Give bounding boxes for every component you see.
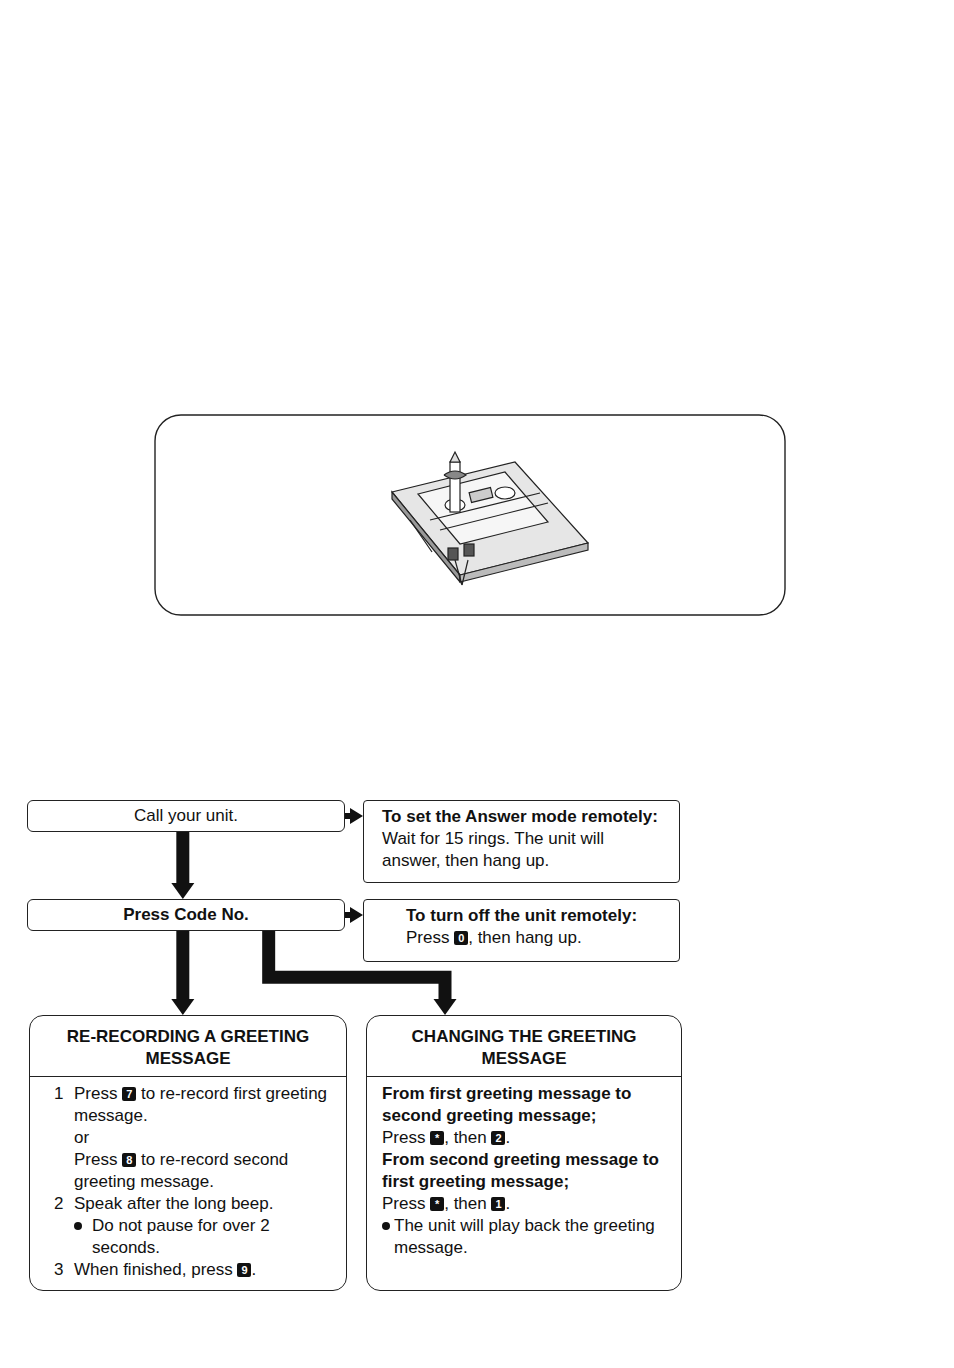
step-row: 2Speak after the long beep.Do not pause … xyxy=(54,1193,334,1259)
step-text-cell: Speak after the long beep.Do not pause f… xyxy=(74,1193,334,1259)
bullet-dot xyxy=(382,1222,390,1230)
arrow-shaft xyxy=(176,832,189,883)
instruction-text: Press *, then 1. xyxy=(382,1193,669,1215)
step-text-cell: When finished, press 9. xyxy=(74,1259,334,1281)
info-box: CHANGING THE GREETING MESSAGE From first … xyxy=(366,1015,682,1291)
arrow-head xyxy=(171,883,194,899)
heading-band: RE-RECORDING A GREETING MESSAGE xyxy=(30,1016,346,1077)
box-heading: RE-RECORDING A GREETING MESSAGE xyxy=(42,1026,334,1070)
box-heading: CHANGING THE GREETING MESSAGE xyxy=(379,1026,669,1070)
step-text: or xyxy=(74,1127,334,1149)
step-number-cell: 2 xyxy=(54,1193,74,1259)
step-text: Press 8 to re-record second greeting mes… xyxy=(74,1149,334,1193)
box-body: Press 0, then hang up. xyxy=(406,927,665,949)
instruction-text: Press *, then 2. xyxy=(382,1127,669,1149)
illustration-frame xyxy=(155,415,785,615)
step-text: Press 7 to re-record first greeting mess… xyxy=(74,1083,334,1127)
step-number: 3 xyxy=(54,1259,74,1281)
flow-arrow xyxy=(345,808,363,824)
arrow-shaft xyxy=(345,813,350,819)
bullet-dot xyxy=(74,1222,82,1230)
process-box: Call your unit. xyxy=(27,800,345,832)
step-row: 1Press 7 to re-record first greeting mes… xyxy=(54,1083,334,1193)
step-list: 1Press 7 to re-record first greeting mes… xyxy=(30,1077,346,1289)
key-symbol: 0 xyxy=(454,931,468,945)
box-heading: To set the Answer mode remotely: xyxy=(382,806,665,828)
bullet-item: The unit will play back the greeting mes… xyxy=(382,1215,669,1259)
instruction-list: From first greeting message to second gr… xyxy=(367,1077,681,1267)
note-text: The unit will play back the greeting mes… xyxy=(382,1215,669,1259)
instruction-heading: From first greeting message to second gr… xyxy=(382,1083,669,1127)
step-row: 3When finished, press 9. xyxy=(54,1259,334,1281)
flow-arrow xyxy=(171,931,194,1015)
box-heading: To turn off the unit remotely: xyxy=(406,905,665,927)
step-number: 2 xyxy=(54,1193,74,1215)
key-symbol: 9 xyxy=(237,1263,251,1277)
info-box: RE-RECORDING A GREETING MESSAGE 1Press 7 … xyxy=(29,1015,347,1291)
info-box: To turn off the unit remotely:Press 0, t… xyxy=(363,899,680,962)
info-box: To set the Answer mode remotely:Wait for… xyxy=(363,800,680,883)
box-label: Press Code No. xyxy=(38,904,334,926)
arrow-shaft xyxy=(345,912,350,918)
step-text-cell: Press 7 to re-record first greeting mess… xyxy=(74,1083,334,1193)
heading-band: CHANGING THE GREETING MESSAGE xyxy=(367,1016,681,1077)
box-label: Call your unit. xyxy=(38,805,334,827)
arrow-head xyxy=(171,999,194,1015)
bullet-item: Do not pause for over 2 seconds. xyxy=(74,1215,334,1259)
step-number: 1 xyxy=(54,1083,74,1105)
key-symbol: 1 xyxy=(491,1197,505,1211)
step-number-cell: 3 xyxy=(54,1259,74,1281)
key-symbol: * xyxy=(430,1197,444,1211)
arrow-shaft xyxy=(176,931,189,999)
step-note: Do not pause for over 2 seconds. xyxy=(80,1215,334,1259)
process-box: Press Code No. xyxy=(27,899,345,931)
step-text: When finished, press 9. xyxy=(74,1259,334,1281)
arrow-head xyxy=(350,907,363,923)
box-body: Wait for 15 rings. The unit will answer,… xyxy=(382,828,665,872)
instruction-heading: From second greeting message to first gr… xyxy=(382,1149,669,1193)
cassette-illustration xyxy=(392,452,588,585)
key-symbol: 8 xyxy=(122,1153,136,1167)
step-number-cell: 1 xyxy=(54,1083,74,1193)
key-symbol: 7 xyxy=(122,1087,136,1101)
flow-arrow xyxy=(171,832,194,899)
flow-arrow xyxy=(345,907,363,923)
key-symbol: * xyxy=(430,1131,444,1145)
arrow-head xyxy=(350,808,363,824)
arrow-head xyxy=(434,999,457,1015)
step-text: Speak after the long beep. xyxy=(74,1193,334,1215)
key-symbol: 2 xyxy=(491,1131,505,1145)
